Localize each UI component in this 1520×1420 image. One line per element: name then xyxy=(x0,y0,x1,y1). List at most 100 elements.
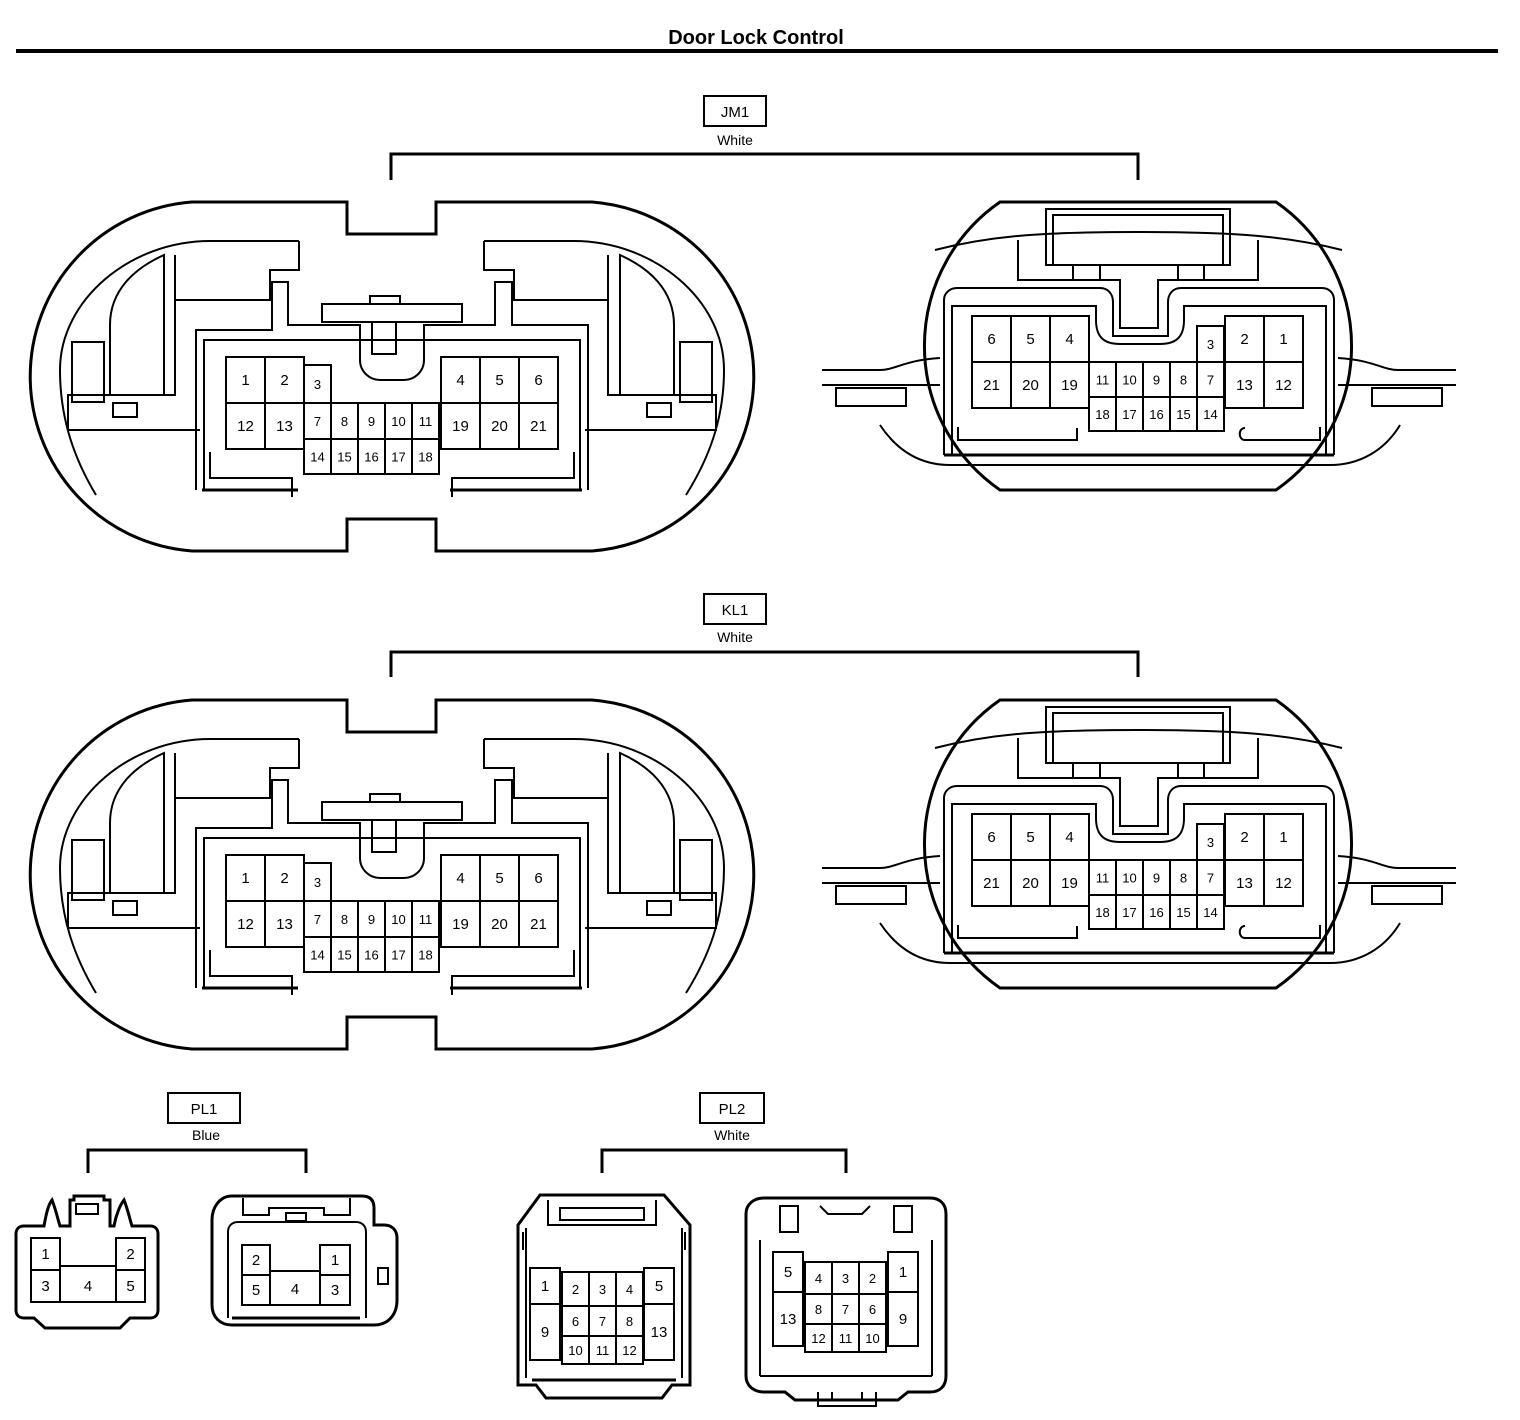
pl1-female-pin-5: 5 xyxy=(115,1269,146,1303)
kl1-female-pin-5: 5 xyxy=(479,854,520,902)
pl2-male-guide-right xyxy=(893,1205,913,1233)
kl1-female-receptacle xyxy=(195,779,589,988)
kl1-code-box xyxy=(703,593,767,625)
kl1-female-pin-1: 1 xyxy=(225,854,266,902)
kl1-male-lock-body xyxy=(1017,738,1259,827)
jm1-female-wall-left xyxy=(67,300,200,431)
kl1-male-pin-10-cell xyxy=(1115,859,1144,896)
jm1-male-pin-10: 10 xyxy=(1115,361,1144,398)
jm1-male-pin-14-label: 14 xyxy=(1203,407,1217,422)
jm1-female-pin-13-label: 13 xyxy=(276,418,293,435)
kl1-female-pin-15-cell xyxy=(330,936,359,973)
kl1-female-pin-20: 20 xyxy=(479,900,520,948)
kl1-male-pin-5-cell xyxy=(1010,813,1051,861)
kl1-female-wall-right xyxy=(585,798,717,929)
pl1-female-pin-1-label: 1 xyxy=(41,1246,49,1263)
kl1-male-pin-14-cell xyxy=(1196,894,1225,930)
jm1-male-pin-11: 11 xyxy=(1088,361,1117,398)
jm1-male-pin-19-label: 19 xyxy=(1061,377,1078,394)
jm1-female-pin-12-label: 12 xyxy=(237,418,254,435)
kl1-female-pin-6-cell xyxy=(518,854,559,902)
jm1-female-pin-3: 3 xyxy=(303,364,332,404)
kl1-code: KL1 xyxy=(722,602,749,619)
pl1-male-pin-3-cell xyxy=(319,1274,351,1306)
kl1-female-pin-4: 4 xyxy=(440,854,481,902)
jm1-female-pin-11: 11 xyxy=(411,402,440,440)
pl2-male-key xyxy=(819,1205,871,1215)
pl2-male-pin-5-cell xyxy=(772,1251,804,1293)
kl1-female-pin-5-label: 5 xyxy=(495,870,503,887)
kl1-female-pin-17: 17 xyxy=(384,936,413,973)
jm1-female-inner-wall xyxy=(203,339,581,490)
jm1-female-pin-11-label: 11 xyxy=(419,414,433,429)
pl2-male-pin-13-label: 13 xyxy=(780,1311,797,1328)
jm1-female-pin-19-cell xyxy=(440,402,481,450)
kl1-female-pin-19: 19 xyxy=(440,900,481,948)
jm1-male-lock-frame xyxy=(1045,208,1231,266)
kl1-female-pin-3: 3 xyxy=(303,862,332,902)
pl2-female-pin-13-label: 13 xyxy=(651,1324,668,1341)
kl1-female-tab-right xyxy=(679,839,713,901)
kl1-female-pin-15: 15 xyxy=(330,936,359,973)
kl1-female-pin-2-label: 2 xyxy=(280,870,288,887)
pl2-male-pin-1: 1 xyxy=(887,1251,919,1293)
pl1-male-pin-3: 3 xyxy=(319,1274,351,1306)
pl2-male-pin-7-label: 7 xyxy=(842,1302,849,1317)
kl1-female-pin-9-cell xyxy=(357,900,386,938)
pl2-female-pin-9: 9 xyxy=(529,1303,561,1361)
kl1-male-pin-4-label: 4 xyxy=(1065,829,1073,846)
kl1-male-pin-11-cell xyxy=(1088,859,1117,896)
kl1-male-pin-12-label: 12 xyxy=(1275,875,1292,892)
pl2-female-housing xyxy=(516,1193,692,1400)
pl2-female-pin-12-label: 12 xyxy=(622,1343,636,1358)
pl1-male-pin-5: 5 xyxy=(241,1274,271,1306)
kl1-female-pin-8: 8 xyxy=(330,900,359,938)
kl1-male-pin-3: 3 xyxy=(1196,823,1225,861)
jm1-female-pin-2-label: 2 xyxy=(280,372,288,389)
jm1-female-pin-16-label: 16 xyxy=(364,450,378,465)
jm1-code: JM1 xyxy=(721,104,749,121)
jm1-male-pin-20-cell xyxy=(1010,361,1051,409)
jm1-male-lock-body xyxy=(1017,240,1259,329)
kl1-female-pin-13-label: 13 xyxy=(276,916,293,933)
kl1-female-pin-9: 9 xyxy=(357,900,386,938)
jm1-female-pin-6-cell xyxy=(518,356,559,404)
jm1-female-tab-left xyxy=(71,341,105,403)
page-title: Door Lock Control xyxy=(668,27,844,49)
kl1-bracket xyxy=(389,650,1140,677)
jm1-male-pin-6: 6 xyxy=(971,315,1012,363)
kl1-female-pin-8-label: 8 xyxy=(341,912,348,927)
kl1-female-pin-11: 11 xyxy=(411,900,440,938)
kl1-female-pin-16: 16 xyxy=(357,936,386,973)
kl1-female-pin-14: 14 xyxy=(303,936,332,973)
jm1-male-pin-19: 19 xyxy=(1049,361,1090,409)
jm1-female-pin-7-label: 7 xyxy=(314,414,321,429)
pl2-male-pin-6-label: 6 xyxy=(869,1302,876,1317)
jm1-female-pin-7: 7 xyxy=(303,402,332,440)
kl1-male-pin-17: 17 xyxy=(1115,894,1144,930)
pl1-male-side-clip xyxy=(377,1267,389,1285)
kl1-male-pin-21-label: 21 xyxy=(983,875,1000,892)
jm1-male-pin-2-label: 2 xyxy=(1240,331,1248,348)
pl2-male-pin-13-cell xyxy=(772,1291,804,1347)
jm1-male-pin-5-label: 5 xyxy=(1026,331,1034,348)
jm1-female-pin-6-label: 6 xyxy=(534,372,542,389)
jm1-female-pin-2-cell xyxy=(264,356,305,404)
kl1-male-pin-6: 6 xyxy=(971,813,1012,861)
kl1-male-pin-13: 13 xyxy=(1224,859,1265,907)
pl2-male-pin-5-label: 5 xyxy=(784,1264,792,1281)
pl1-male-housing xyxy=(210,1194,399,1327)
pl2-female-pin-10-label: 10 xyxy=(568,1343,582,1358)
pl2-label-group: PL2 White xyxy=(600,1092,848,1173)
pl2-female-pin-13: 13 xyxy=(643,1303,675,1361)
kl1-male-pin-12: 12 xyxy=(1263,859,1304,907)
jm1-female-pin-1: 1 xyxy=(225,356,266,404)
jm1-female-pin-20: 20 xyxy=(479,402,520,450)
kl1-female-pin-10-label: 10 xyxy=(391,912,405,927)
jm1-male-pin-3-label: 3 xyxy=(1207,337,1214,352)
jm1-male-pin-7-label: 7 xyxy=(1207,373,1214,388)
jm1-label-group: JM1 White xyxy=(389,95,1140,180)
jm1-female-clip-left xyxy=(112,402,138,418)
